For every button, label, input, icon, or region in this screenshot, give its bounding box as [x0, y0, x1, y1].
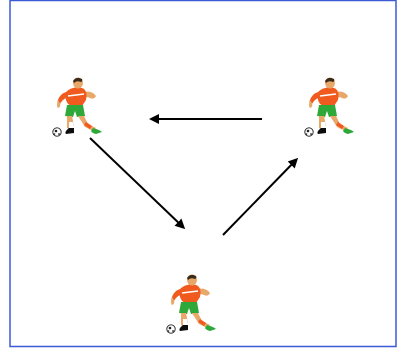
- diagram-frame: [9, 0, 397, 348]
- player-left: [52, 76, 103, 137]
- pass-arrow-left-to-bottom: [89, 137, 186, 230]
- pass-arrow-bottom-to-right: [222, 157, 299, 236]
- player-bottom: [166, 273, 217, 334]
- player-right: [304, 76, 355, 137]
